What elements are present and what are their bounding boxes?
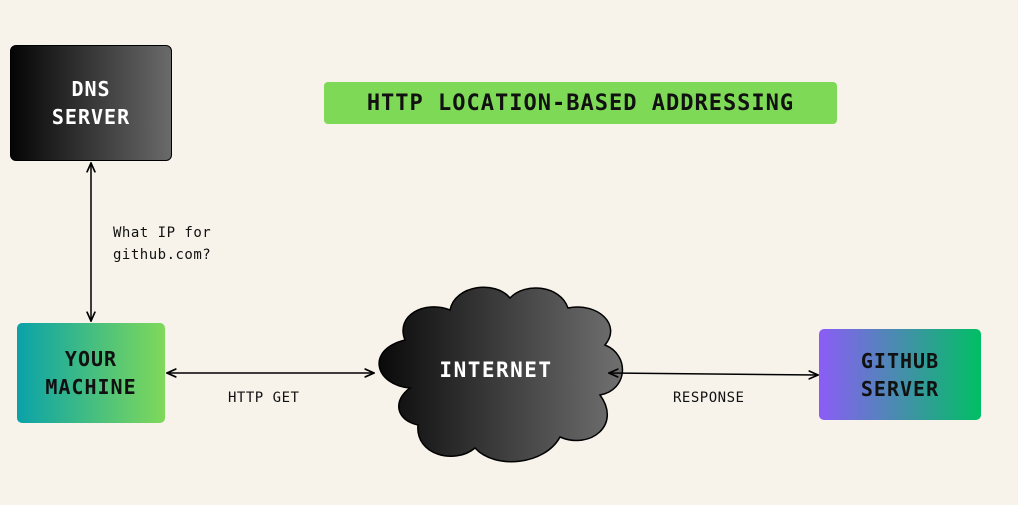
response-arrow <box>609 373 818 375</box>
internet-cloud-shape <box>378 286 624 463</box>
your-machine-label-line1: YOUR <box>64 347 118 371</box>
github-server-node: GITHUB SERVER <box>819 329 981 420</box>
github-server-label-line1: GITHUB <box>860 348 940 373</box>
your-machine-label-line2: MACHINE <box>45 375 137 399</box>
dns-query-label-line1: What IP for <box>113 225 212 241</box>
dns-server-label-line1: DNS <box>71 77 111 101</box>
your-machine-node: YOUR MACHINE <box>17 323 165 423</box>
dns-server-node: DNS SERVER <box>10 45 172 161</box>
github-server-label-line2: SERVER <box>860 376 940 401</box>
diagram-title: HTTP LOCATION-BASED ADDRESSING <box>324 82 837 124</box>
response-label: RESPONSE <box>673 390 745 406</box>
dns-server-label-line2: SERVER <box>51 105 131 129</box>
dns-query-label-line2: github.com? <box>113 247 212 263</box>
http-get-label: HTTP GET <box>228 390 300 406</box>
internet-node-label: INTERNET <box>439 358 553 382</box>
dns-query-label: What IP for github.com? <box>113 222 211 266</box>
